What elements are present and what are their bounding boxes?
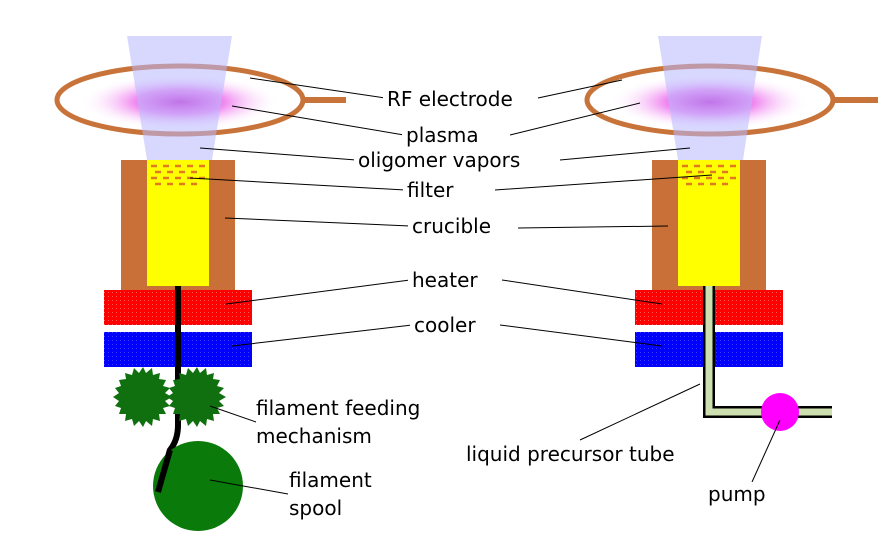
right-vapor-beam (658, 36, 762, 160)
label-filter: filter (403, 178, 458, 202)
label-cooler: cooler (410, 313, 480, 337)
left-filament (155, 286, 181, 493)
left-apparatus (54, 36, 346, 531)
left-gear-2 (167, 367, 226, 427)
label-heater: heater (408, 268, 482, 292)
left-oligomer (147, 160, 209, 286)
right-pump (761, 393, 799, 431)
label-pump: pump (704, 482, 770, 506)
left-filament-spool (153, 441, 243, 531)
label-liquid-precursor-tube: liquid precursor tube (462, 442, 679, 466)
label-rf-electrode: RF electrode (383, 87, 517, 111)
right-oligomer (678, 160, 740, 286)
leader-lines (189, 77, 781, 495)
right-apparatus (584, 36, 878, 431)
left-vapor-beam (127, 36, 232, 160)
label-plasma: plasma (402, 123, 483, 147)
label-filament: filament (285, 468, 376, 492)
left-filament-end (155, 449, 173, 493)
label-filament-feeding: filament feeding (252, 396, 425, 420)
label-filament-feeding-mechanism: mechanism (252, 424, 376, 448)
right-filter (682, 164, 736, 186)
label-spool: spool (285, 496, 347, 520)
label-crucible: crucible (408, 214, 496, 238)
label-oligomer-vapors: oligomer vapors (354, 148, 525, 172)
left-gear-1 (113, 367, 172, 427)
